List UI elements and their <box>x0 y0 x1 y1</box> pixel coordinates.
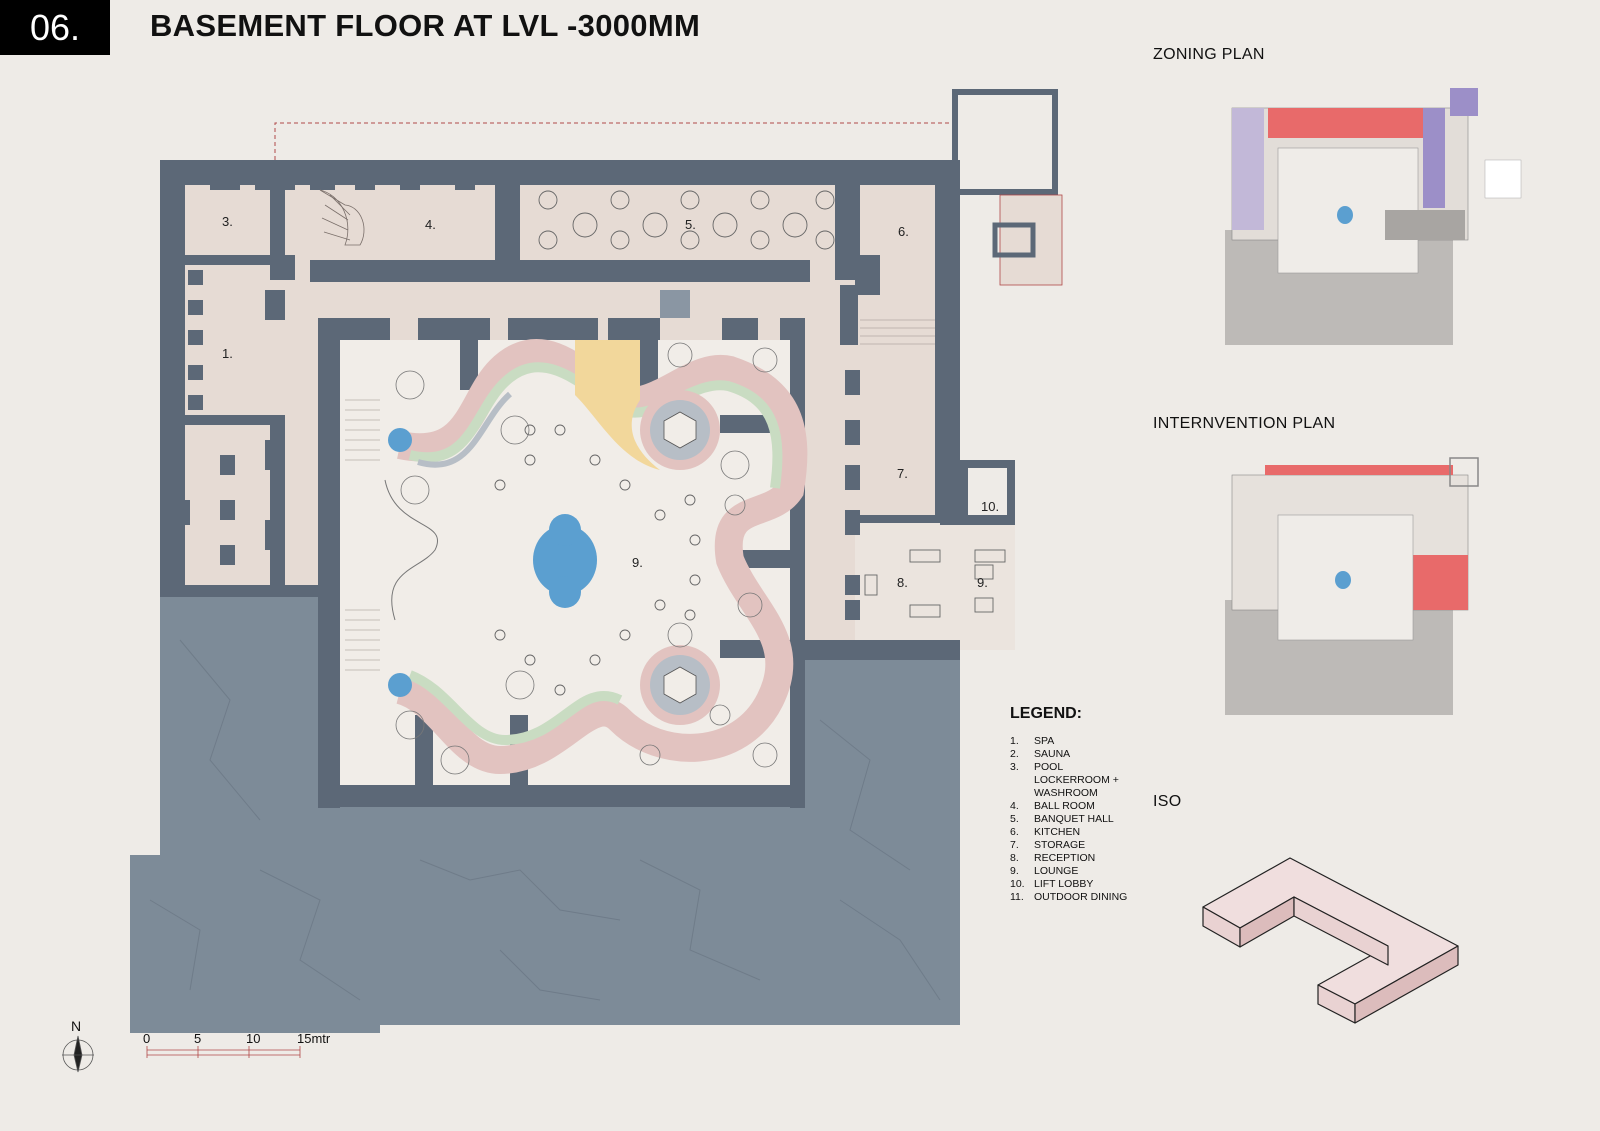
label-room-1: 1. <box>222 346 233 361</box>
legend-item-number: 6. <box>1010 826 1019 838</box>
left-wing-piers <box>188 270 285 595</box>
intervention-plan-thumbnail <box>1225 457 1479 715</box>
courtyard-seating <box>494 424 701 696</box>
legend-item: 6. KITCHEN <box>1010 826 1134 839</box>
legend-item-number: 8. <box>1010 852 1019 864</box>
legend-item-text: OUTDOOR DINING <box>1034 891 1128 903</box>
label-room-9a: 9. <box>632 555 643 570</box>
scale-tick-0: 0 <box>143 1031 151 1046</box>
legend-item: 2. SAUNA <box>1010 748 1134 761</box>
legend-item: 5. BANQUET HALL <box>1010 813 1134 826</box>
legend-item: WASHROOM <box>1010 787 1134 800</box>
scale-tick-15: 15mtr <box>297 1031 331 1046</box>
legend-item: 3. POOL <box>1010 761 1134 774</box>
legend-item-number: 5. <box>1010 813 1019 825</box>
legend-item: 8. RECEPTION <box>1010 852 1134 865</box>
trees <box>395 342 778 775</box>
lift-tower <box>952 89 1058 195</box>
top-piers <box>160 160 880 525</box>
label-room-7: 7. <box>897 466 908 481</box>
legend-item-text: LIFT LOBBY <box>1034 878 1094 890</box>
zoning-plan-thumbnail <box>1225 88 1522 345</box>
label-room-10: 10. <box>981 499 999 514</box>
legend-item: 1. SPA <box>1010 735 1134 748</box>
legend-item: 10. LIFT LOBBY <box>1010 878 1134 891</box>
courtyard-sweep <box>384 479 438 621</box>
legend-heading: LEGEND: <box>1010 705 1082 722</box>
banquet-tables <box>538 190 835 250</box>
label-room-9b: 9. <box>977 575 988 590</box>
north-arrow-icon <box>62 1035 94 1073</box>
lounge-furniture <box>864 549 1006 618</box>
outdoor-dining-edge <box>274 122 955 160</box>
legend-item-number: 2. <box>1010 748 1019 760</box>
ground-cracks <box>149 639 941 1001</box>
legend-item: 7. STORAGE <box>1010 839 1134 852</box>
legend-item-number: 10. <box>1010 878 1025 890</box>
sheet-title: BASEMENT FLOOR AT LVL -3000MM <box>150 8 701 43</box>
legend-item-number <box>1010 774 1034 787</box>
hex-gazebos <box>640 390 720 725</box>
water-features <box>388 428 597 697</box>
legend-item-number <box>1010 787 1034 800</box>
legend-item: 9. LOUNGE <box>1010 865 1134 878</box>
label-room-6: 6. <box>898 224 909 239</box>
scale-bar <box>146 1046 301 1058</box>
legend-item-text: RECEPTION <box>1034 852 1096 864</box>
legend-item-text: POOL <box>1034 761 1064 773</box>
legend-item-number: 1. <box>1010 735 1019 747</box>
intervention-plan-label: INTERNVENTION PLAN <box>1153 415 1336 432</box>
label-room-4: 4. <box>425 217 436 232</box>
legend-item: 4. BALL ROOM <box>1010 800 1134 813</box>
corridor-stairs <box>345 319 935 671</box>
iso-label: ISO <box>1153 793 1182 810</box>
label-room-8: 8. <box>897 575 908 590</box>
north-label: N <box>71 1018 82 1034</box>
legend-item-text: LOCKERROOM + <box>1034 774 1119 786</box>
legend-item-text: STORAGE <box>1034 839 1086 851</box>
legend-item-number: 3. <box>1010 761 1019 773</box>
legend-item-text: LOUNGE <box>1034 865 1079 877</box>
label-room-3: 3. <box>222 214 233 229</box>
label-room-5: 5. <box>685 217 696 232</box>
grand-stair <box>319 189 365 246</box>
legend-item-text: WASHROOM <box>1034 787 1098 799</box>
zoning-plan-label: ZONING PLAN <box>1153 46 1265 63</box>
legend-item-text: SAUNA <box>1034 748 1071 760</box>
legend-item: LOCKERROOM + <box>1010 774 1134 787</box>
lounge-annex <box>855 520 1015 650</box>
room-labels: 1. 3. 4. 5. 6. 7. 8. 9. 9. 10. <box>222 214 999 590</box>
yellow-accent-zone <box>575 340 660 470</box>
legend-item-number: 7. <box>1010 839 1019 851</box>
legend-item-number: 4. <box>1010 800 1019 812</box>
iso-block <box>1202 857 1459 1024</box>
legend-item-number: 9. <box>1010 865 1019 877</box>
legend-item-text: SPA <box>1034 735 1055 747</box>
scale-tick-5: 5 <box>194 1031 202 1046</box>
legend-item-number: 11. <box>1010 891 1024 903</box>
sheet-number: 06. <box>0 0 110 55</box>
scale-tick-10: 10 <box>246 1031 261 1046</box>
legend-item: 11. OUTDOOR DINING <box>1010 891 1134 904</box>
legend-item-text: KITCHEN <box>1034 826 1081 838</box>
legend-item-text: BALL ROOM <box>1034 800 1095 812</box>
legend-item-text: BANQUET HALL <box>1034 813 1114 825</box>
